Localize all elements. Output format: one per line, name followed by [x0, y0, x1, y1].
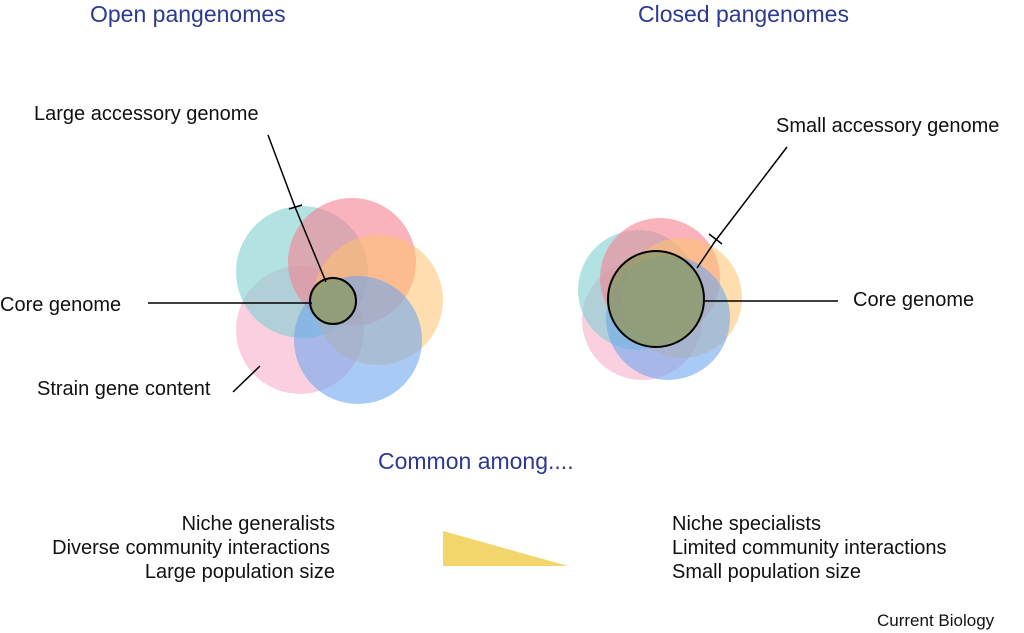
journal-credit: Current Biology: [877, 611, 995, 630]
open-trait-1: Niche generalists: [181, 513, 335, 535]
small-accessory-genome-label: Small accessory genome: [776, 115, 1000, 137]
closed-core-genome-label: Core genome: [853, 289, 975, 311]
strain-leader: [232, 365, 261, 393]
open-leader-lines: [148, 134, 327, 393]
closed-core-circle: [607, 250, 705, 348]
closed-pangenomes-title: Closed pangenomes: [638, 1, 849, 27]
gradient-wedge: [443, 531, 568, 566]
open-core-genome-label: Core genome: [0, 294, 122, 316]
open-trait-2: Diverse community interactions: [52, 537, 330, 559]
closed-leader-lines: [696, 146, 838, 302]
open-core-circle: [309, 277, 357, 325]
open-trait-3: Large population size: [144, 561, 335, 583]
closed-trait-2: Limited community interactions: [672, 537, 947, 559]
open-pangenomes-title: Open pangenomes: [90, 1, 286, 27]
large-accessory-bracket: [288, 204, 303, 210]
common-among-heading: Common among....: [378, 448, 574, 474]
open-pangenome-venn: [236, 198, 443, 404]
closed-trait-1: Niche specialists: [672, 513, 821, 535]
closed-trait-3: Small population size: [672, 561, 861, 583]
large-accessory-genome-label: Large accessory genome: [34, 103, 259, 125]
strain-gene-content-label: Strain gene content: [37, 378, 211, 400]
closed-pangenome-venn: [578, 218, 742, 380]
small-accessory-bracket: [708, 233, 723, 245]
